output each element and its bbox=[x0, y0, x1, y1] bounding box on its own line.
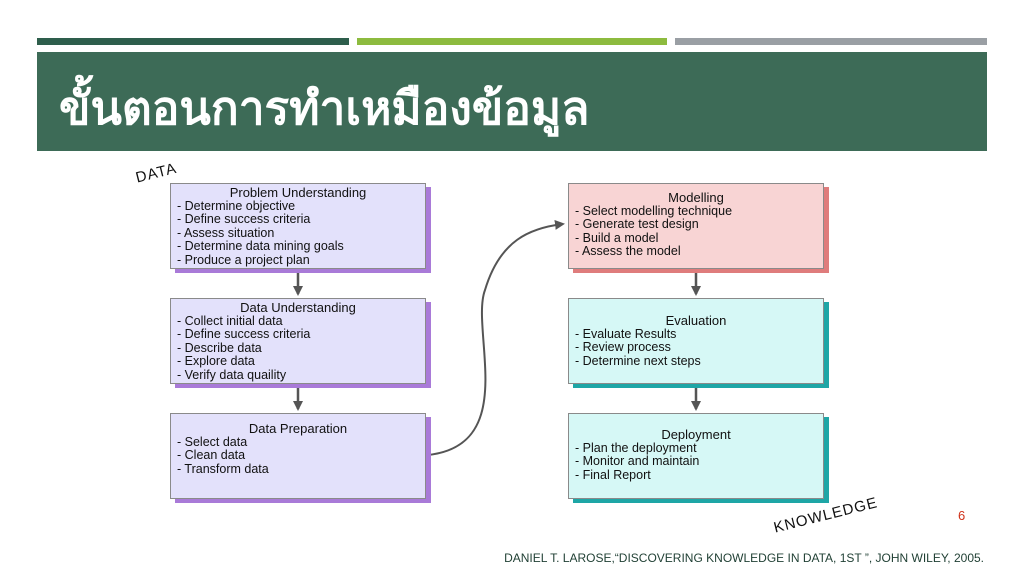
box-problem-understanding: Problem Understanding - Determine object… bbox=[170, 183, 426, 269]
list-item: - Select data bbox=[177, 434, 248, 449]
decor-stripe-gray bbox=[675, 38, 987, 45]
decor-stripe-dark-green bbox=[37, 38, 349, 45]
arrow-preparation-to-modelling bbox=[427, 220, 565, 456]
list-item: - Produce a project plan bbox=[177, 252, 310, 267]
list-item: - Plan the deployment bbox=[575, 440, 697, 455]
box-title: Problem Understanding bbox=[229, 185, 367, 200]
box-deployment: Deployment - Plan the deployment - Monit… bbox=[568, 413, 824, 499]
box-data-understanding: Data Understanding - Collect initial dat… bbox=[170, 298, 426, 384]
list-item: - Clean data bbox=[177, 448, 246, 462]
box-title: Data Understanding bbox=[240, 300, 356, 315]
box-title: Modelling bbox=[668, 190, 724, 205]
list-item: - Describe data bbox=[177, 340, 262, 355]
list-item: - Select modelling technique bbox=[575, 203, 733, 218]
list-item: - Review process bbox=[575, 340, 671, 354]
citation: DANIEL T. LAROSE,“DISCOVERING KNOWLEDGE … bbox=[504, 551, 984, 565]
list-item: - Generate test design bbox=[575, 217, 699, 231]
box-title: Deployment bbox=[661, 427, 731, 442]
box-title: Evaluation bbox=[665, 313, 727, 328]
box-evaluation: Evaluation - Evaluate Results - Review p… bbox=[568, 298, 824, 384]
list-item: - Evaluate Results bbox=[575, 326, 677, 341]
list-item: - Explore data bbox=[177, 354, 255, 368]
list-item: - Verify data quaility bbox=[177, 367, 287, 382]
box-modelling: Modelling - Select modelling technique -… bbox=[568, 183, 824, 269]
list-item: - Collect initial data bbox=[177, 313, 283, 328]
list-item: - Build a model bbox=[575, 230, 659, 245]
list-item: - Assess situation bbox=[177, 225, 275, 240]
title-bar: ขั้นตอนการทำเหมืองข้อมูล bbox=[37, 52, 987, 151]
list-item: - Final Report bbox=[575, 467, 651, 482]
list-item: - Transform data bbox=[177, 461, 269, 476]
list-item: - Monitor and maintain bbox=[575, 454, 700, 468]
decor-stripe-light-green bbox=[357, 38, 667, 45]
slide-title: ขั้นตอนการทำเหมืองข้อมูล bbox=[59, 81, 590, 135]
list-item: - Determine next steps bbox=[575, 353, 701, 368]
box-title: Data Preparation bbox=[248, 421, 348, 436]
list-item: - Determine objective bbox=[177, 198, 296, 213]
list-item: - Assess the model bbox=[575, 244, 681, 258]
list-item: - Determine data mining goals bbox=[177, 239, 344, 253]
list-item: - Define success criteria bbox=[177, 212, 311, 226]
box-data-preparation: Data Preparation - Select data - Clean d… bbox=[170, 413, 426, 499]
list-item: - Define success criteria bbox=[177, 327, 311, 341]
page-number: 6 bbox=[958, 508, 966, 523]
